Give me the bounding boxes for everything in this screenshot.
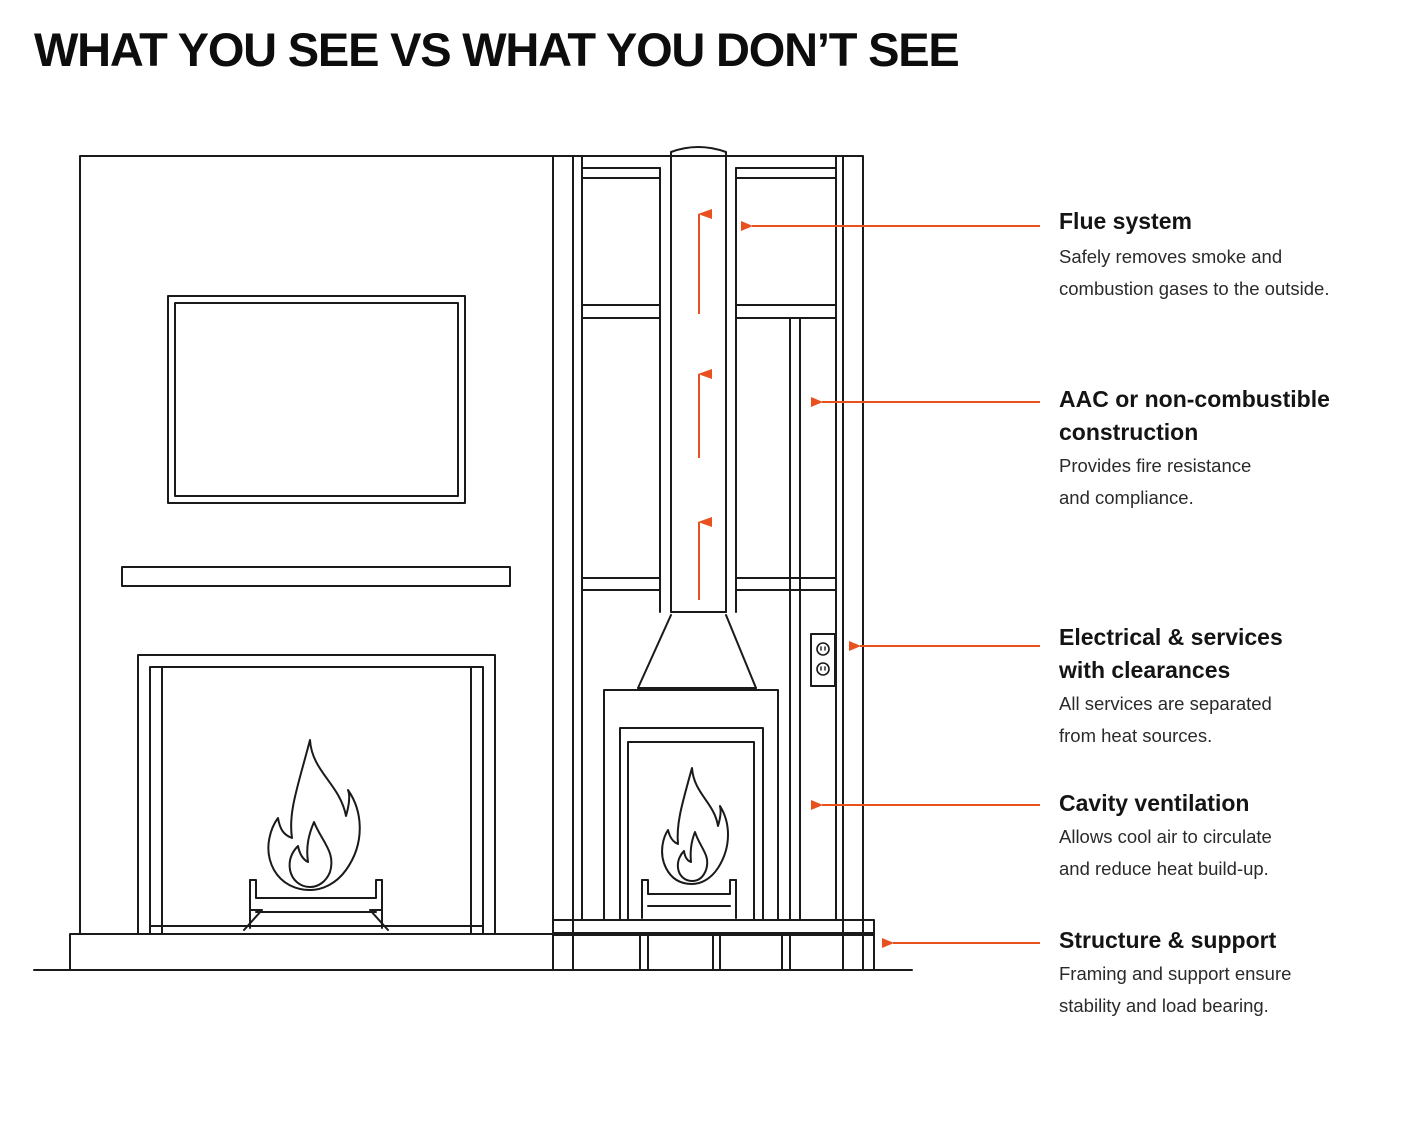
callout-title: with clearances [1059, 657, 1231, 683]
callout-title: Cavity ventilation [1059, 790, 1250, 816]
callout-flue-system: Flue system Safely removes smoke and com… [1059, 205, 1389, 304]
callout-desc-line: Safely removes smoke and [1059, 246, 1283, 267]
callout-title: Flue system [1059, 208, 1192, 234]
flame-icon-left [267, 739, 361, 891]
callout-aac-construction: AAC or non-combustible construction Prov… [1059, 383, 1389, 513]
flame-icon-stove [661, 767, 729, 885]
callout-desc-line: All services are separated [1059, 693, 1272, 714]
fireplace-surround [137, 654, 496, 935]
finished-wall [69, 155, 554, 971]
callout-desc-line: stability and load bearing. [1059, 995, 1269, 1016]
hearth-base [69, 933, 554, 971]
callout-cavity-ventilation: Cavity ventilation Allows cool air to ci… [1059, 787, 1389, 884]
power-outlet-icon [810, 633, 836, 687]
flue-pipe [637, 146, 757, 689]
callout-desc-line: Framing and support ensure [1059, 963, 1292, 984]
callout-desc-line: and compliance. [1059, 487, 1194, 508]
log-grate [243, 879, 389, 931]
callout-title: Structure & support [1059, 927, 1277, 953]
page-title: WHAT YOU SEE VS WHAT YOU DON’T SEE [34, 23, 960, 76]
wood-stove [603, 689, 779, 921]
callout-desc-line: and reduce heat build-up. [1059, 858, 1269, 879]
callout-structure-support: Structure & support Framing and support … [1059, 924, 1389, 1021]
tv-frame-outer [167, 295, 466, 504]
callout-desc-line: from heat sources. [1059, 725, 1213, 746]
tv-frame-inner [174, 302, 459, 497]
callout-desc-line: combustion gases to the outside. [1059, 278, 1330, 299]
callout-electrical-services: Electrical & services with clearances Al… [1059, 621, 1389, 751]
callout-title: AAC or non-combustible [1059, 386, 1330, 412]
callout-desc-line: Allows cool air to circulate [1059, 826, 1272, 847]
mantel-shelf [121, 566, 511, 587]
callout-desc-line: Provides fire resistance [1059, 455, 1252, 476]
callout-title: Electrical & services [1059, 624, 1283, 650]
callout-title: construction [1059, 419, 1199, 445]
framing-structure [552, 155, 875, 971]
callout-leaders [741, 221, 1040, 948]
